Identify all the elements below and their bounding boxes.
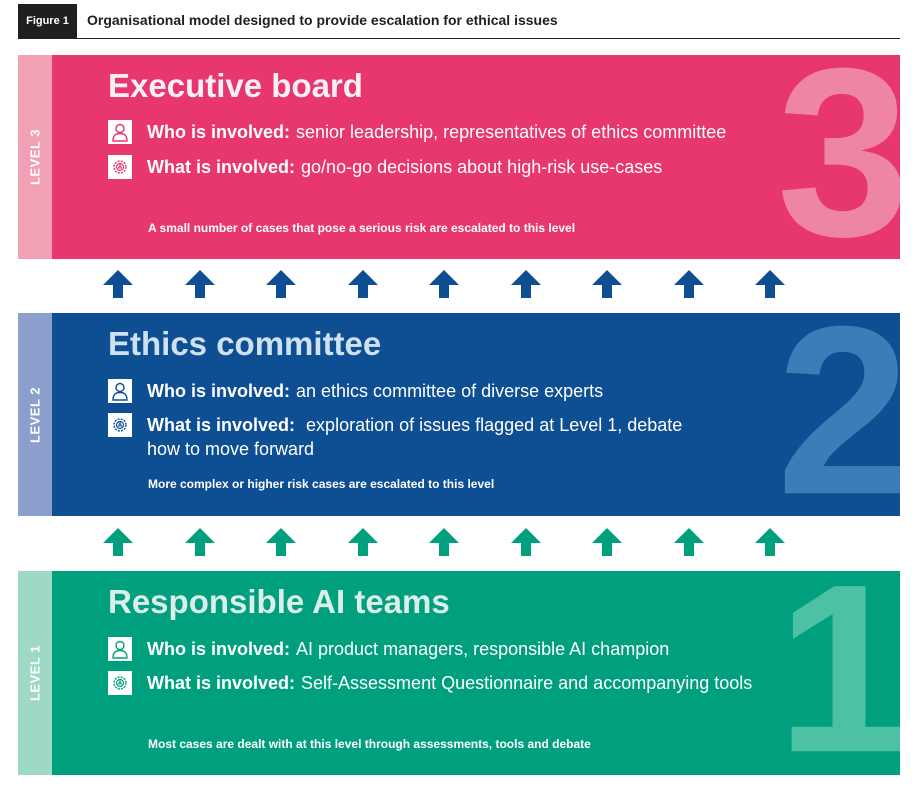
level-2-who-text: an ethics committee of diverse experts [296,381,604,401]
up-arrow-icon [592,270,622,298]
level-3-what-text: go/no-go decisions about high-risk use-c… [301,157,663,177]
level-2-panel: 2 Ethics committee Who is involved: an e… [52,313,900,516]
up-arrow-icon [673,528,704,556]
escalation-arrows-lower [0,528,915,560]
gear-icon [108,671,132,695]
level-2-side-label: LEVEL 2 [27,386,43,443]
person-icon [108,120,132,144]
up-arrow-icon [103,270,133,298]
level-1-side-bar: LEVEL 1 [18,571,52,775]
level-2-what-text: exploration of issues flagged at Level 1… [147,415,683,459]
up-arrow-icon [184,270,215,298]
gear-icon [108,155,132,179]
up-arrow-icon [755,270,785,298]
level-3-who-text: senior leadership, representatives of et… [296,122,727,142]
up-arrow-icon [347,270,378,298]
up-arrow-icon [103,528,133,556]
up-arrow-icon [673,270,704,298]
level-1-who-label: Who is involved: [147,639,291,659]
up-arrow-icon [592,528,622,556]
figure-label: Figure 1 [18,4,77,38]
level-1-side-label: LEVEL 1 [27,644,43,702]
up-arrow-icon [347,528,378,556]
level-1-block: LEVEL 1 1 Responsible AI teams Who is in… [18,571,900,775]
level-2-what-block: What is involved: exploration of issues … [147,413,707,461]
figure-title: Organisational model designed to provide… [87,12,558,28]
level-3-side-bar: LEVEL 3 [18,55,52,259]
level-2-who-row: Who is involved: an ethics committee of … [108,379,603,403]
level-3-side-label: LEVEL 3 [27,128,43,186]
level-3-note: A small number of cases that pose a seri… [148,221,576,235]
level-1-note: Most cases are dealt with at this level … [148,737,591,751]
up-arrow-icon [510,528,541,556]
level-2-who-label: Who is involved: [147,381,291,401]
level-3-block: LEVEL 3 3 Executive board Who is involve… [18,55,900,259]
level-2-title: Ethics committee [108,325,382,362]
person-icon [108,637,132,661]
escalation-arrows-upper [0,270,915,302]
level-1-panel: 1 Responsible AI teams Who is involved: … [52,571,900,775]
level-3-panel: 3 Executive board Who is involved: senio… [52,55,900,259]
up-arrow-icon [755,528,785,556]
up-arrow-icon [266,528,296,556]
up-arrow-icon [266,270,296,298]
level-1-what-text: Self-Assessment Questionnaire and accomp… [301,673,753,693]
level-1-what-label: What is involved: [147,673,296,693]
level-1-what-row: What is involved: Self-Assessment Questi… [108,671,752,695]
level-3-what-row: What is involved: go/no-go decisions abo… [108,155,662,179]
level-3-what-label: What is involved: [147,157,296,177]
level-1-who-row: Who is involved: AI product managers, re… [108,637,669,661]
up-arrow-icon [429,270,459,298]
figure-header: Figure 1 Organisational model designed t… [18,4,900,39]
person-icon [108,379,132,403]
level-1-title: Responsible AI teams [108,583,450,620]
level-2-block: LEVEL 2 2 Ethics committee Who is involv… [18,313,900,516]
level-2-note: More complex or higher risk cases are es… [148,477,495,491]
level-2-side-bar: LEVEL 2 [18,313,52,516]
level-1-big-number: 1 [776,571,900,775]
level-3-big-number: 3 [776,55,900,259]
level-3-who-label: Who is involved: [147,122,291,142]
level-3-title: Executive board [108,67,363,104]
up-arrow-icon [184,528,215,556]
level-2-what-row: What is involved: exploration of issues … [108,413,707,461]
level-3-who-row: Who is involved: senior leadership, repr… [108,120,726,144]
gear-icon [108,413,132,437]
level-2-big-number: 2 [776,313,900,516]
level-2-what-label: What is involved: [147,415,296,435]
up-arrow-icon [510,270,541,298]
level-1-who-text: AI product managers, responsible AI cham… [296,639,670,659]
up-arrow-icon [429,528,459,556]
